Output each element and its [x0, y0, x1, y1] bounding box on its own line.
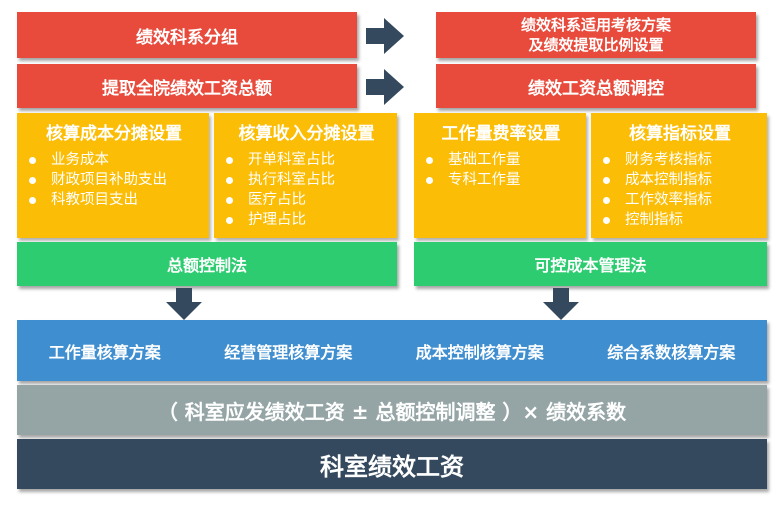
extract-total-wage-box: 提取全院绩效工资总额	[17, 64, 357, 108]
assessment-scheme-box: 绩效科系适用考核方案 及绩效提取比例设置	[436, 12, 756, 58]
income-item: 护理占比	[222, 210, 391, 230]
performance-group-box: 绩效科系分组	[17, 12, 357, 58]
indicator-item: 财务考核指标	[599, 150, 761, 170]
workload-rate-title: 工作量费率设置	[441, 124, 561, 144]
cost-item: 科教项目支出	[25, 190, 203, 210]
cost-allocation-title: 核算成本分摊设置	[46, 124, 182, 144]
scheme-workload: 工作量核算方案	[48, 342, 161, 362]
arrow-right-icon	[366, 18, 404, 54]
arrow-down-icon	[543, 288, 579, 320]
indicator-item: 控制指标	[599, 210, 761, 230]
income-allocation-panel: 核算收入分摊设置 开单科室占比 执行科室占比 医疗占比 护理占比	[214, 113, 397, 238]
formula-bar: （ 科室应发绩效工资 ± 总额控制调整 ）× 绩效系数	[17, 385, 767, 435]
rate-item: 专科工作量	[422, 170, 580, 190]
scheme-composite: 综合系数核算方案	[607, 342, 736, 362]
cost-item: 财政项目补助支出	[25, 170, 203, 190]
schemes-bar	[17, 320, 767, 381]
cost-allocation-panel: 核算成本分摊设置 业务成本 财政项目补助支出 科教项目支出	[17, 113, 209, 238]
arrow-right-icon	[366, 69, 404, 105]
indicator-panel: 核算指标设置 财务考核指标 成本控制指标 工作效率指标 控制指标	[591, 113, 767, 238]
rate-item: 基础工作量	[422, 150, 580, 170]
assessment-scheme-line1: 绩效科系适用考核方案	[520, 16, 671, 34]
controllable-cost-method-box: 可控成本管理法	[414, 242, 767, 286]
indicator-title: 核算指标设置	[629, 124, 731, 144]
income-allocation-title: 核算收入分摊设置	[238, 124, 375, 144]
schemes-row: 工作量核算方案 经营管理核算方案 成本控制核算方案 综合系数核算方案	[17, 320, 767, 381]
scheme-cost-control: 成本控制核算方案	[415, 342, 544, 362]
income-item: 执行科室占比	[222, 170, 391, 190]
indicator-item: 成本控制指标	[599, 170, 761, 190]
assessment-scheme-line2: 及绩效提取比例设置	[528, 36, 664, 54]
workload-rate-panel: 工作量费率设置 基础工作量 专科工作量	[414, 113, 586, 238]
result-bar: 科室绩效工资	[17, 439, 767, 489]
income-item: 医疗占比	[222, 190, 391, 210]
arrow-down-icon	[166, 288, 202, 320]
income-item: 开单科室占比	[222, 150, 391, 170]
total-control-method-box: 总额控制法	[17, 242, 397, 286]
scheme-management: 经营管理核算方案	[224, 342, 353, 362]
wage-total-adjust-box: 绩效工资总额调控	[436, 64, 756, 108]
indicator-item: 工作效率指标	[599, 190, 761, 210]
cost-item: 业务成本	[25, 150, 203, 170]
